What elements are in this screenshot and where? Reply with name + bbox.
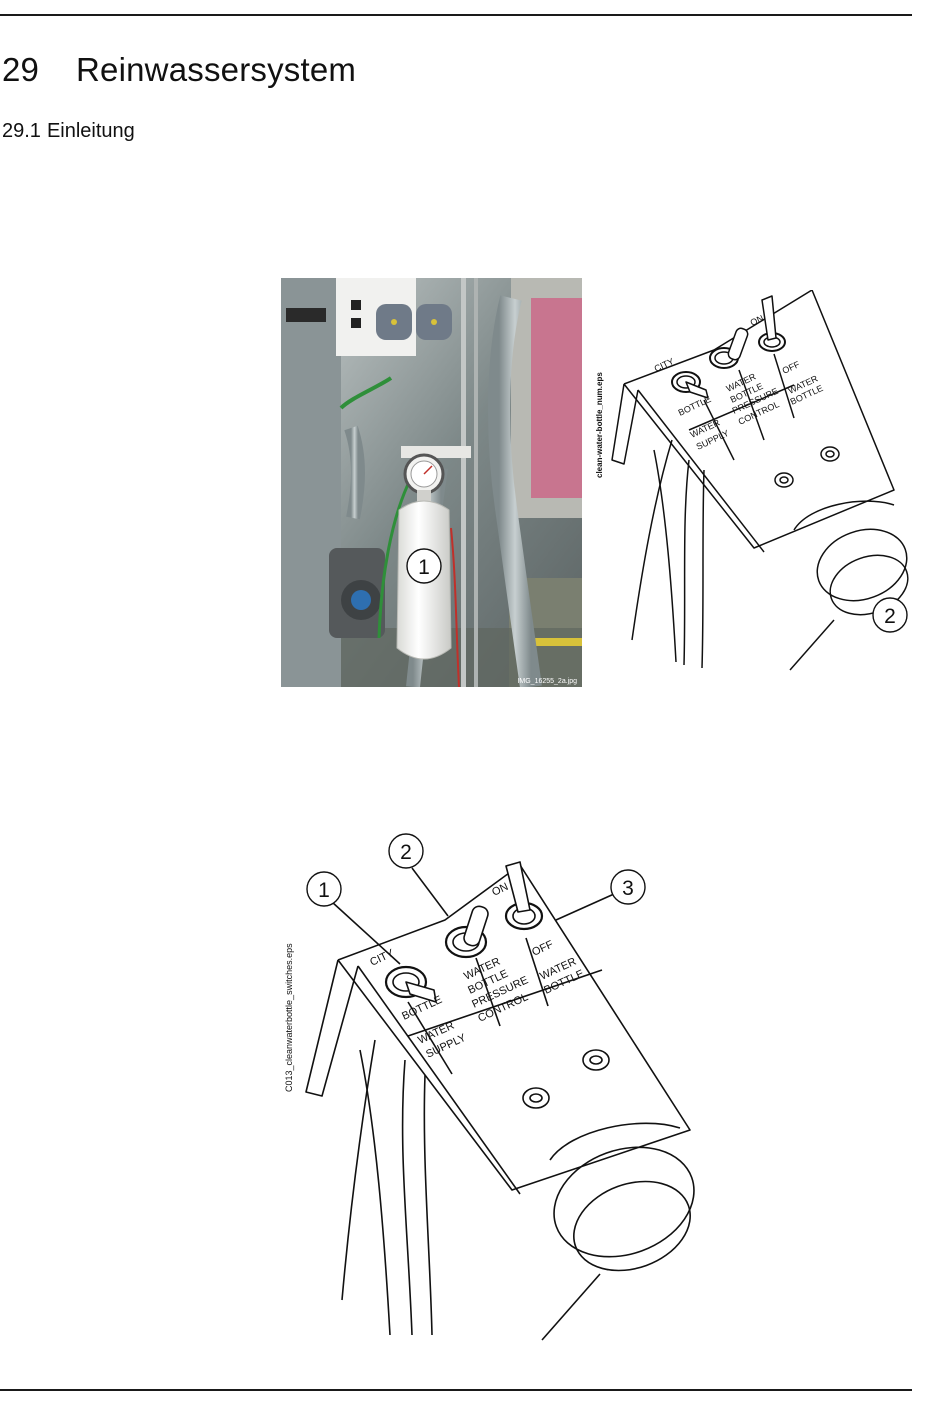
- section-title: Einleitung: [47, 120, 135, 142]
- small-label-on: ON: [749, 313, 765, 328]
- header-rule: [0, 14, 912, 16]
- chapter-number: 29: [2, 51, 76, 89]
- photo-callout-1: 1: [418, 556, 430, 579]
- switch-panel-large-drawing: CITY BOTTLE WATER SUPPLY WATER BOTTLE PR…: [280, 830, 710, 1345]
- large-label-off: OFF: [530, 938, 555, 958]
- small-label-city: CITY: [653, 356, 676, 374]
- large-panel-filename: C013_cleanwaterbottle_switches.eps: [284, 943, 294, 1092]
- section-heading: 29.1 Einleitung: [2, 120, 135, 143]
- large-panel-callout-1: 1: [318, 879, 330, 902]
- large-panel-callout-2: 2: [400, 841, 412, 864]
- footer-rule: [0, 1389, 912, 1391]
- chapter-title: Reinwassersystem: [76, 51, 356, 88]
- large-label-on: ON: [490, 881, 510, 899]
- large-label-city: CITY: [368, 947, 396, 969]
- section-number: 29.1: [2, 120, 41, 142]
- small-panel-filename: clean-water-bottle_num.eps: [595, 372, 604, 478]
- switch-panel-small-drawing: CITY BOTTLE WATER SUPPLY WATER BOTTLE PR…: [594, 290, 914, 675]
- clean-water-bottle-photo: 1 IMG_16255_2a.jpg: [281, 278, 582, 687]
- small-panel-callout-2: 2: [884, 605, 896, 628]
- small-label-off: OFF: [781, 359, 802, 376]
- large-panel-callout-3: 3: [622, 877, 634, 900]
- photo-filename: IMG_16255_2a.jpg: [517, 678, 577, 685]
